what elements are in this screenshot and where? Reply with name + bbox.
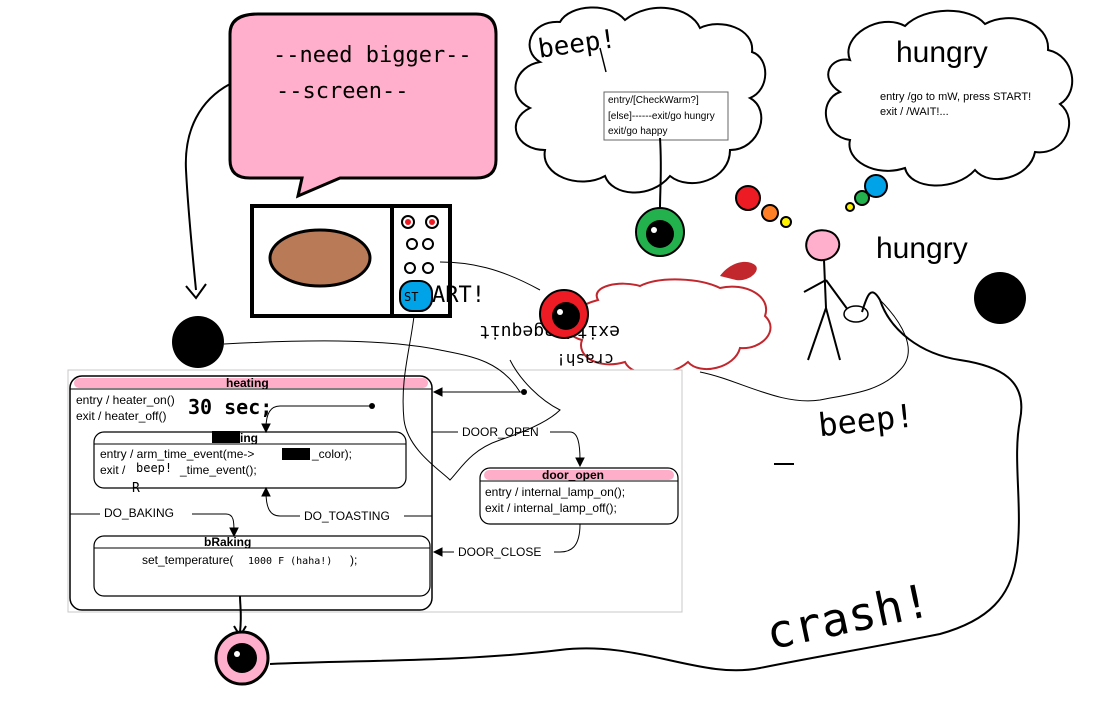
start-exclaim: ART!	[432, 283, 485, 308]
beep-label: beep!	[816, 396, 916, 444]
toasting-title-blot	[212, 431, 240, 443]
red-final-state-icon	[539, 289, 589, 339]
door-open-label-bg	[458, 425, 550, 439]
transition-door-open: DOOR_OPEN	[462, 425, 539, 439]
orange-bubble-icon	[761, 204, 779, 222]
speech-bubble: --need bigger-- --screen--	[228, 12, 498, 199]
baking-body-value: 1000 F (haha!)	[248, 556, 332, 567]
beep-scribble	[599, 47, 607, 73]
toasting-entry-b: _color);	[311, 447, 352, 461]
final-state-pink-icon	[214, 630, 270, 686]
transition-do-toasting: DO_TOASTING	[304, 509, 390, 523]
hungry-cloud-line1: entry /go to mW, press START!	[880, 91, 1031, 103]
to-final-arrow	[239, 595, 242, 633]
toasting-entry-a: entry / arm_time_event(me->	[100, 447, 254, 461]
crash-path	[269, 291, 1023, 672]
microwave-wander-path	[402, 315, 561, 481]
speech-bubble-line2: --screen--	[276, 79, 408, 104]
yellow-small-bubble-icon	[845, 202, 855, 212]
beep-cloud-line1: entry/[CheckWarm?]	[608, 95, 699, 106]
ragequit-crash: crash!	[556, 350, 614, 369]
beep-cloud-line3: exit/go happy	[608, 126, 668, 137]
baking-body-b: );	[350, 553, 357, 567]
beep-wander-path	[699, 299, 909, 402]
toasting-title: ing	[240, 431, 258, 445]
microwave: ST ART!	[250, 204, 485, 318]
red-bubble-icon	[735, 185, 761, 211]
speech-bubble-line1: --need bigger--	[273, 43, 472, 68]
start-to-red-line	[439, 261, 541, 291]
heating-title: heating	[226, 376, 269, 390]
toasting-scrawl-r: R	[132, 481, 140, 496]
thought-cloud-hungry: hungry entry /go to mW, press START! exi…	[824, 9, 1074, 187]
beep-cloud-line2: [else]------exit/go hungry	[608, 111, 715, 122]
green-bubble-icon	[854, 190, 870, 206]
toasting-exit-b: _time_event();	[179, 463, 257, 477]
heating-entry: entry / heater_on()	[76, 393, 175, 407]
do-baking-label-bg	[100, 506, 192, 520]
green-final-state-icon	[635, 207, 685, 257]
baking-title: bRaking	[204, 535, 251, 549]
bubble-pointer-line	[184, 83, 231, 291]
state-door-open: door_open entry / internal_lamp_on(); ex…	[479, 467, 679, 525]
bubble-pointer-arrowhead	[185, 283, 207, 300]
do-toasting-label-bg	[300, 509, 404, 523]
toasting-entry-blot	[282, 448, 310, 460]
stick-figure-icon	[803, 229, 849, 361]
state-baking: bRaking set_temperature( 1000 F (haha!) …	[93, 535, 431, 597]
yellow-bubble-icon	[780, 216, 792, 228]
history-dot-icon	[369, 403, 375, 409]
crash-label: crash!	[761, 573, 935, 660]
hungry-cloud-line2: exit / /WAIT!...	[880, 106, 949, 118]
microwave-start-button	[399, 280, 433, 312]
transition-lines	[70, 387, 585, 557]
toasting-exit-beep: beep!	[136, 461, 172, 475]
state-toasting: ing entry / arm_time_event(me-> _color);…	[93, 431, 407, 496]
toasting-exit-a: exit /	[100, 463, 126, 477]
door-open-entry: entry / internal_lamp_on();	[485, 485, 625, 499]
junction-dot-icon	[521, 389, 527, 395]
start-button-label: ST	[404, 290, 418, 304]
hungry-final-dot-icon	[974, 272, 1026, 324]
blue-bubble-icon	[864, 174, 888, 198]
transition-do-baking: DO_BAKING	[104, 506, 174, 520]
initial-wander-path	[223, 340, 521, 393]
sparkle-icon	[843, 305, 869, 323]
door-open-exit: exit / internal_lamp_off();	[485, 501, 617, 515]
door-open-title: door_open	[542, 468, 604, 482]
transition-door-close: DOOR_CLOSE	[458, 545, 541, 559]
blood-splat-icon	[720, 261, 757, 281]
door-close-label-bg	[454, 545, 554, 559]
ragequit-cloud: exit/ragequit crash!	[479, 278, 772, 375]
hungry-label: hungry	[876, 232, 968, 265]
beep-cloud-link	[659, 137, 662, 209]
hungry-cloud-title: hungry	[896, 36, 988, 69]
thought-cloud-beep: beep! entry/[CheckWarm?] [else]------exi…	[514, 6, 767, 194]
initial-state-dot-icon	[172, 316, 224, 368]
beep-cloud-note	[603, 91, 729, 141]
microwave-food	[268, 228, 372, 288]
baking-body-a: set_temperature(	[142, 553, 233, 567]
heating-scrawl: 30 sec;	[188, 395, 272, 419]
heating-exit: exit / heater_off()	[76, 409, 167, 423]
